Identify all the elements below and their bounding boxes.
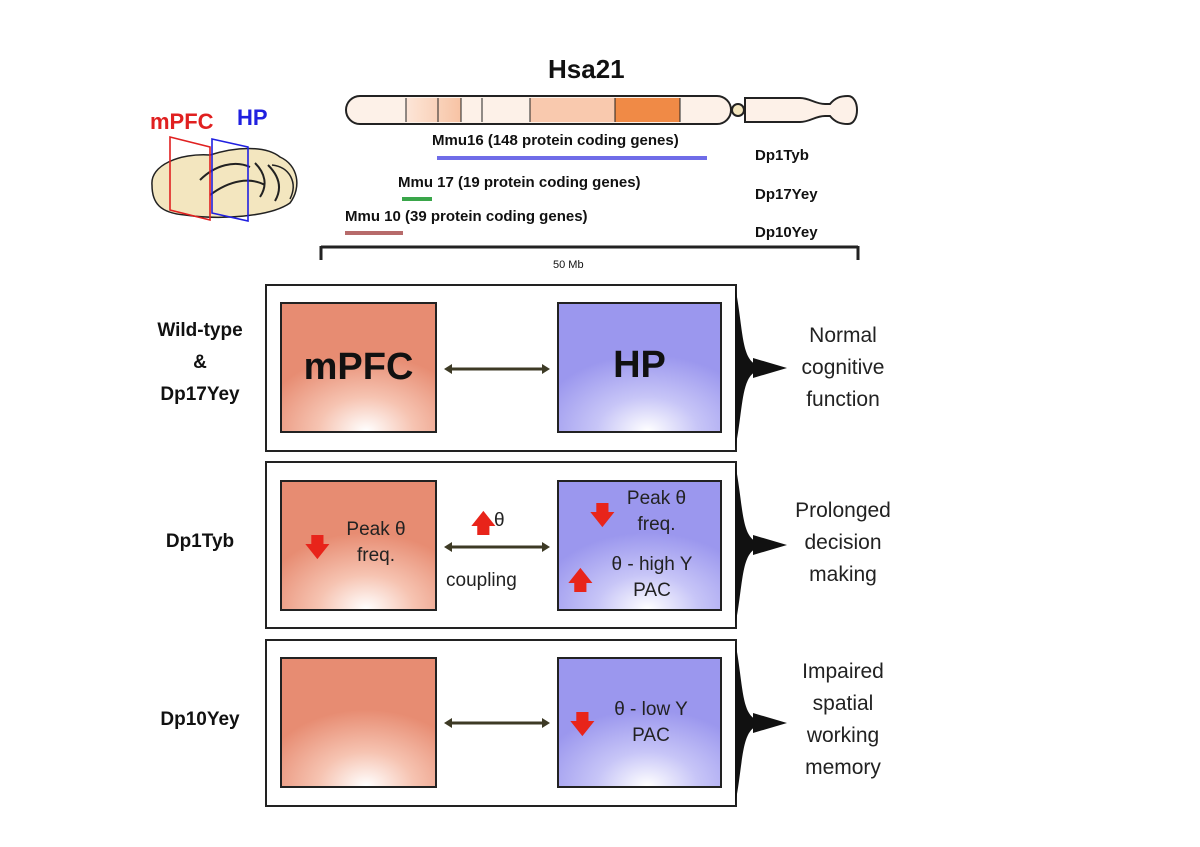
inner-line: PAC xyxy=(633,580,671,601)
inner-line: Peak θ xyxy=(346,519,406,540)
mpfc-plane xyxy=(169,135,211,222)
decrease-arrow-icon: 🡇 xyxy=(304,532,331,562)
hsa21-chromosome xyxy=(345,94,858,126)
outcome-line: Impaired xyxy=(802,660,884,683)
outcome-line: spatial xyxy=(812,692,874,715)
outcome-line: cognitive xyxy=(801,356,885,379)
brain-cerebellum xyxy=(271,164,294,200)
hp-theta-high-gamma: θ - high Y PAC xyxy=(587,552,717,604)
link-arrow xyxy=(444,542,550,552)
model-label-dp1tyb: Dp1Tyb xyxy=(755,147,809,164)
brain-outline xyxy=(151,147,298,218)
model-label-dp10yey: Dp10Yey xyxy=(755,224,818,241)
model-label-dp17yey: Dp17Yey xyxy=(755,186,818,203)
scale-bar xyxy=(319,245,860,260)
mpfc-label: mPFC xyxy=(150,109,214,134)
mouse-brain-illustration xyxy=(151,135,298,222)
coupling-label: coupling xyxy=(446,570,517,591)
inner-line: Peak θ xyxy=(626,488,687,509)
link-arrow xyxy=(444,364,550,374)
decrease-arrow-icon: 🡇 xyxy=(589,500,616,530)
mpfc-box-label: mPFC xyxy=(303,346,414,388)
segment-label-mmu10: Mmu 10 (39 protein coding genes) xyxy=(345,208,588,225)
hp-box: 🡇 Peak θ freq. 🡅 θ - high Y PAC xyxy=(557,480,722,611)
hp-box: 🡇 θ - low Y PAC xyxy=(557,657,722,788)
outcome-brace-arrow xyxy=(735,463,787,627)
hp-theta-low-gamma: θ - low Y PAC xyxy=(591,697,711,749)
inner-line: freq. xyxy=(356,545,396,566)
hp-box-label: HP xyxy=(613,344,666,386)
outcome-line: memory xyxy=(805,756,881,779)
outcome-prolonged: Prolonged decision making xyxy=(778,495,908,591)
outcome-impaired: Impaired spatial working memory xyxy=(778,656,908,784)
row-label-line: & xyxy=(193,352,207,373)
segment-bar-mmu16 xyxy=(437,156,707,160)
row-label-dp1tyb: Dp1Tyb xyxy=(130,526,270,558)
row-label-line: Dp1Tyb xyxy=(165,531,235,552)
link-arrow xyxy=(444,718,550,728)
outcome-line: decision xyxy=(804,531,882,554)
row-label-wildtype: Wild-type & Dp17Yey xyxy=(130,315,270,411)
outcome-line: making xyxy=(809,563,877,586)
mpfc-box xyxy=(280,657,437,788)
segment-bar-mmu10 xyxy=(345,231,403,235)
segment-bar-mmu17 xyxy=(402,197,432,201)
row-label-line: Wild-type xyxy=(157,320,243,341)
mpfc-box: 🡇 Peak θ freq. xyxy=(280,480,437,611)
inner-line: θ - low Y xyxy=(614,699,688,720)
row-label-line: Dp10Yey xyxy=(160,709,240,730)
outcome-brace-arrow xyxy=(735,641,787,805)
inner-line: θ - high Y xyxy=(611,554,693,575)
outcome-line: working xyxy=(806,724,880,747)
hp-plane xyxy=(211,138,249,222)
row-label-line: Dp17Yey xyxy=(160,384,240,405)
outcome-brace-arrow xyxy=(735,286,787,450)
hp-box: HP xyxy=(557,302,722,433)
outcome-line: Normal xyxy=(809,324,877,347)
brain-inner-lines xyxy=(199,162,281,202)
outcome-line: Prolonged xyxy=(795,499,891,522)
outcome-line: function xyxy=(806,388,880,411)
increase-arrow-icon: 🡅 xyxy=(470,508,497,538)
inner-line: PAC xyxy=(632,725,670,746)
decrease-arrow-icon: 🡇 xyxy=(569,709,596,739)
mpfc-box: mPFC xyxy=(280,302,437,433)
segment-label-mmu16: Mmu16 (148 protein coding genes) xyxy=(432,132,679,149)
chromosome-title: Hsa21 xyxy=(548,54,625,84)
increase-arrow-icon: 🡅 xyxy=(567,565,594,595)
hp-label: HP xyxy=(237,105,268,130)
coupling-theta: θ xyxy=(494,510,505,531)
mpfc-peak-theta: Peak θ freq. xyxy=(326,517,426,569)
segment-label-mmu17: Mmu 17 (19 protein coding genes) xyxy=(398,174,641,191)
hp-peak-theta: Peak θ freq. xyxy=(609,486,704,538)
outcome-normal: Normal cognitive function xyxy=(778,320,908,416)
row-label-dp10yey: Dp10Yey xyxy=(130,704,270,736)
inner-line: freq. xyxy=(637,514,676,535)
scale-label: 50 Mb xyxy=(553,259,584,271)
